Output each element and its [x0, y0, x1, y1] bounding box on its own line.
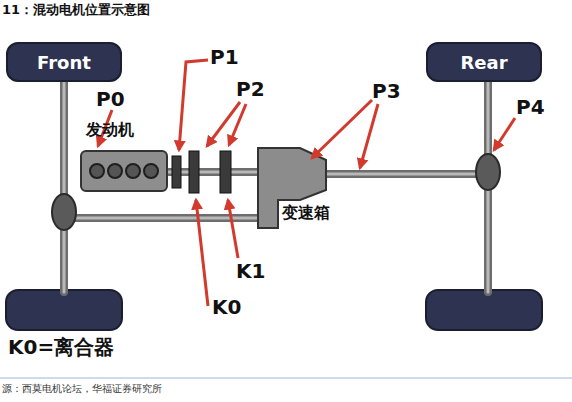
cylinder	[90, 164, 104, 178]
rear-differential	[476, 154, 500, 190]
wheel-label: Rear	[460, 52, 507, 73]
p1-motor-disc	[172, 156, 181, 188]
wheel	[426, 290, 542, 330]
shafts	[64, 80, 488, 292]
engine-cylinders	[82, 152, 166, 190]
wheel-box: Rear	[426, 42, 542, 82]
callout-number: P4	[516, 96, 545, 118]
cylinder	[144, 164, 158, 178]
callout-number: K1	[236, 260, 265, 282]
k0-clutch-disc	[189, 151, 199, 193]
cylinder	[126, 164, 140, 178]
engine-label: 发动机	[78, 114, 188, 146]
figure-title: 11：混动电机位置示意图	[2, 1, 150, 19]
footer-rule	[0, 378, 572, 379]
callout-number: P0	[96, 88, 125, 110]
callout-number: K0	[212, 296, 241, 318]
source-caption: 源：西莫电机论坛，华福证券研究所	[2, 382, 162, 396]
legend-note: K0=离合器	[8, 336, 114, 358]
engine-block	[80, 150, 168, 192]
wheel-label: Front	[37, 52, 91, 73]
p2-motor-disc	[220, 151, 231, 193]
callout-number: P2	[236, 78, 265, 100]
front-differential	[52, 194, 76, 230]
part-name: 变速箱	[282, 204, 330, 222]
callout-number: P3	[372, 80, 401, 102]
callout-number: P1	[210, 46, 239, 68]
cylinder	[108, 164, 122, 178]
wheel-box: Front	[6, 42, 122, 82]
engine-box: 发动机	[78, 114, 188, 196]
